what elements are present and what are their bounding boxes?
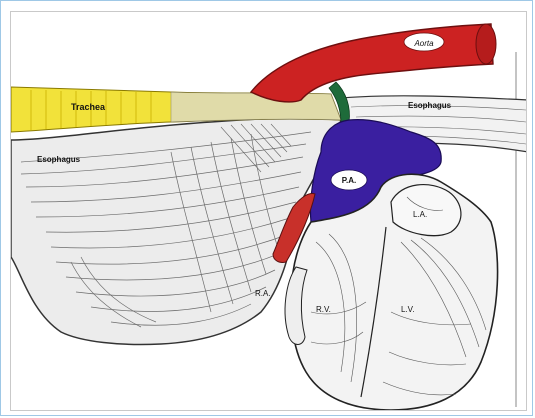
- label-ra: R.A.: [255, 289, 271, 298]
- label-lv: L.V.: [401, 305, 415, 314]
- diagram-panel: Aorta Trachea Esophagus Esophagus P.A. L…: [10, 11, 527, 411]
- label-rv: R.V.: [316, 305, 331, 314]
- label-la: L.A.: [413, 210, 427, 219]
- label-pa: P.A.: [342, 176, 357, 185]
- label-esophagus-right: Esophagus: [408, 101, 452, 110]
- label-esophagus-left: Esophagus: [37, 155, 81, 164]
- label-aorta: Aorta: [413, 39, 434, 48]
- anatomy-diagram: Aorta Trachea Esophagus Esophagus P.A. L…: [11, 12, 527, 411]
- label-trachea: Trachea: [71, 102, 106, 112]
